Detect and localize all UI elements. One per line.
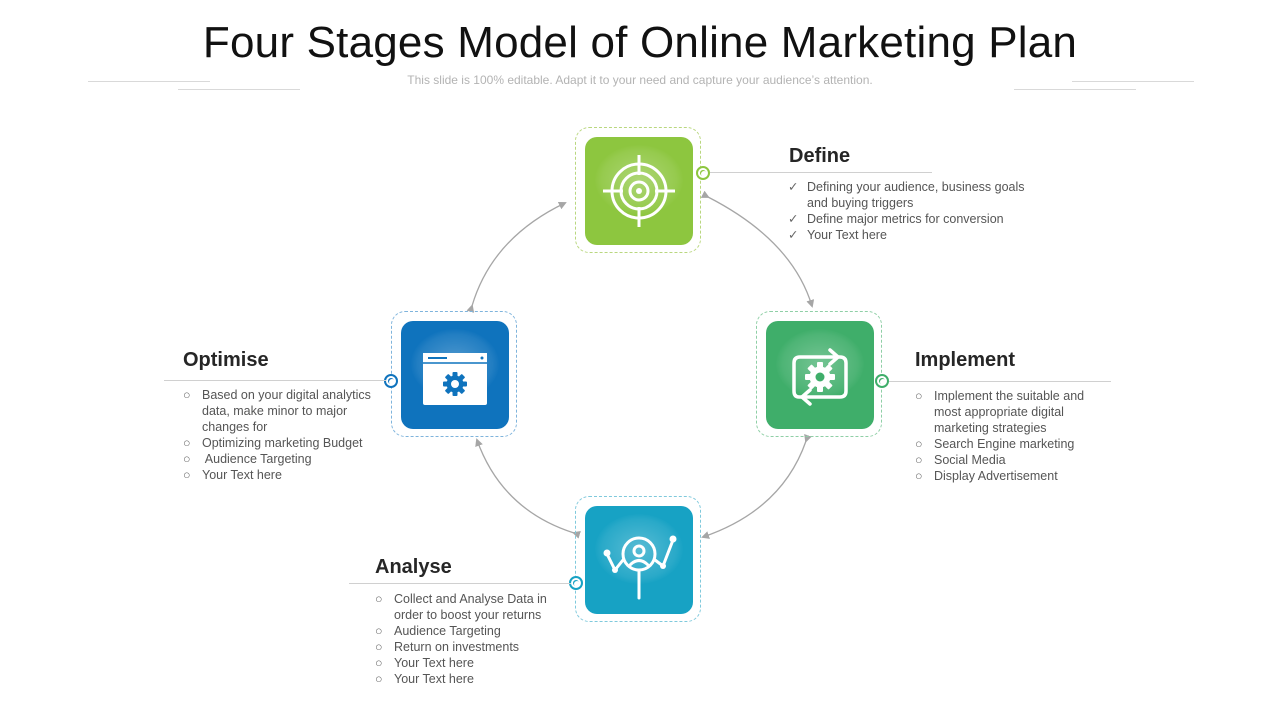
circle-bullet-icon: ○ [375,656,383,670]
analyse-connector-dot [569,576,583,590]
browser-gear-icon [423,353,487,405]
define-list: ✓Defining your audience, business goals … [788,179,1028,243]
optimise-connector-dot [384,374,398,388]
list-item: ○Implement the suitable and most appropr… [915,389,1085,435]
optimise-tile [391,311,517,437]
list-item: ○Display Advertisement [915,469,1058,483]
circle-bullet-icon: ○ [915,453,923,467]
arrow-define-implement [700,190,815,308]
title-rule-left-top [88,81,210,82]
page-title: Four Stages Model of Online Marketing Pl… [202,18,1078,67]
circle-bullet-icon: ○ [915,389,923,403]
list-item: ○Your Text here [375,656,474,670]
list-item: ○Collect and Analyse Data in order to bo… [375,592,547,622]
define-tile [575,127,701,253]
analyse-title: Analyse [375,556,452,578]
list-item: ○ Audience Targeting [183,452,312,466]
analyse-tile [575,496,701,622]
define-tile-fill [585,137,693,245]
arrow-optimise-define [466,201,567,313]
analyse-title-rule [349,583,571,584]
check-icon: ✓ [788,228,799,242]
list-item: ✓Define major metrics for conversion [788,212,1004,226]
check-icon: ✓ [788,212,799,226]
target-icon [603,155,675,227]
list-item: ○Search Engine marketing [915,437,1075,451]
implement-list: ○Implement the suitable and most appropr… [915,388,1105,484]
gear-cycle-icon [792,348,848,406]
analyse-tile-fill [585,506,693,614]
list-item: ✓Your Text here [788,228,887,242]
optimise-list: ○Based on your digital analytics data, m… [183,387,383,483]
implement-tile-fill [766,321,874,429]
circle-bullet-icon: ○ [375,624,383,638]
circle-bullet-icon: ○ [375,672,383,686]
list-item: ○Optimizing marketing Budget [183,436,363,450]
implement-connector-dot [875,374,889,388]
title-rule-left-bottom [178,89,300,90]
circle-bullet-icon: ○ [183,436,191,450]
analyse-list: ○Collect and Analyse Data in order to bo… [375,591,565,687]
circle-bullet-icon: ○ [183,452,191,466]
optimise-title-rule [164,380,386,381]
circle-bullet-icon: ○ [375,640,383,654]
magnifier-analytics-icon [603,535,677,600]
title-rule-right-bottom [1014,89,1136,90]
define-title-rule [710,172,932,173]
subtitle: This slide is 100% editable. Adapt it to… [407,73,873,87]
list-item: ○Return on investments [375,640,520,654]
define-title: Define [789,145,851,167]
implement-title-rule [889,381,1111,382]
circle-bullet-icon: ○ [375,592,383,606]
circle-bullet-icon: ○ [183,388,191,402]
optimise-tile-fill [401,321,509,429]
check-icon: ✓ [788,180,799,194]
list-item: ○Your Text here [183,468,282,482]
title-rule-right-top [1072,81,1194,82]
arrow-implement-analyse [701,434,812,539]
implement-tile [756,311,882,437]
list-item: ✓Defining your audience, business goals … [788,180,1025,210]
circle-bullet-icon: ○ [915,437,923,451]
optimise-title: Optimise [183,349,269,371]
define-connector-dot [696,166,710,180]
circle-bullet-icon: ○ [183,468,191,482]
implement-title: Implement [915,349,1016,371]
list-item: ○Based on your digital analytics data, m… [183,388,371,434]
list-item: ○Your Text here [375,672,474,686]
list-item: ○Social Media [915,453,1006,467]
arrow-analyse-optimise [475,438,581,539]
list-item: ○Audience Targeting [375,624,501,638]
circle-bullet-icon: ○ [915,469,923,483]
